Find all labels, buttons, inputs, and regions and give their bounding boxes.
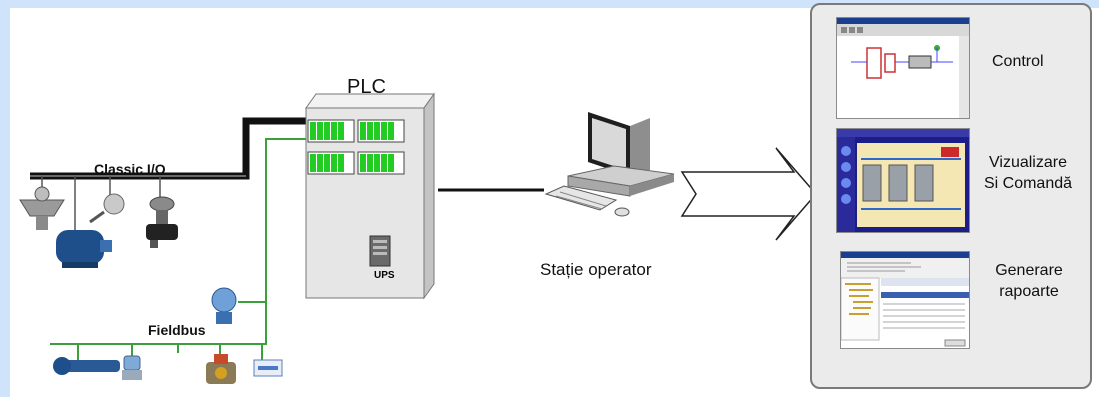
control-screenshot xyxy=(836,17,970,119)
plc-io-module xyxy=(307,151,355,175)
control-valve-icon xyxy=(146,196,178,248)
classic-io-label: Classic I/O xyxy=(94,161,166,177)
plc-io-module xyxy=(307,119,355,143)
computer-icon xyxy=(544,112,675,217)
actuator-valve-icon xyxy=(206,354,236,384)
plc-label: PLC xyxy=(347,76,386,98)
report-label: Generare rapoarte xyxy=(994,260,1064,302)
fieldbus-module-icon xyxy=(253,359,283,377)
pressure-transmitter-icon xyxy=(122,355,142,380)
report-screenshot xyxy=(840,251,970,349)
control-label-text: Control xyxy=(992,53,1044,70)
plc-io-module xyxy=(357,119,405,143)
pump-icon xyxy=(53,357,120,375)
flow-meter-icon xyxy=(211,287,237,324)
ups-label: UPS xyxy=(374,270,395,281)
arrow-right-icon xyxy=(680,147,817,241)
report-label-line2: rapoarte xyxy=(999,283,1059,300)
report-label-line1: Generare xyxy=(995,262,1063,279)
visualization-label-line2: Si Comandă xyxy=(983,175,1073,192)
motor-icon xyxy=(56,230,112,268)
control-label: Control xyxy=(992,51,1044,72)
temperature-sensor-icon xyxy=(89,193,125,224)
plc-io-module xyxy=(357,151,405,175)
fieldbus-label: Fieldbus xyxy=(148,322,206,338)
classic-io-bus xyxy=(30,117,306,236)
visualization-label: Vizualizare Si Comandă xyxy=(970,152,1086,194)
valve-icon xyxy=(19,186,65,230)
ups-icon xyxy=(369,235,391,267)
diagram-graphics xyxy=(19,92,817,384)
visualization-screenshot xyxy=(836,128,970,233)
visualization-label-line1: Vizualizare xyxy=(989,154,1067,171)
operator-station-label: Stație operator xyxy=(540,260,652,279)
